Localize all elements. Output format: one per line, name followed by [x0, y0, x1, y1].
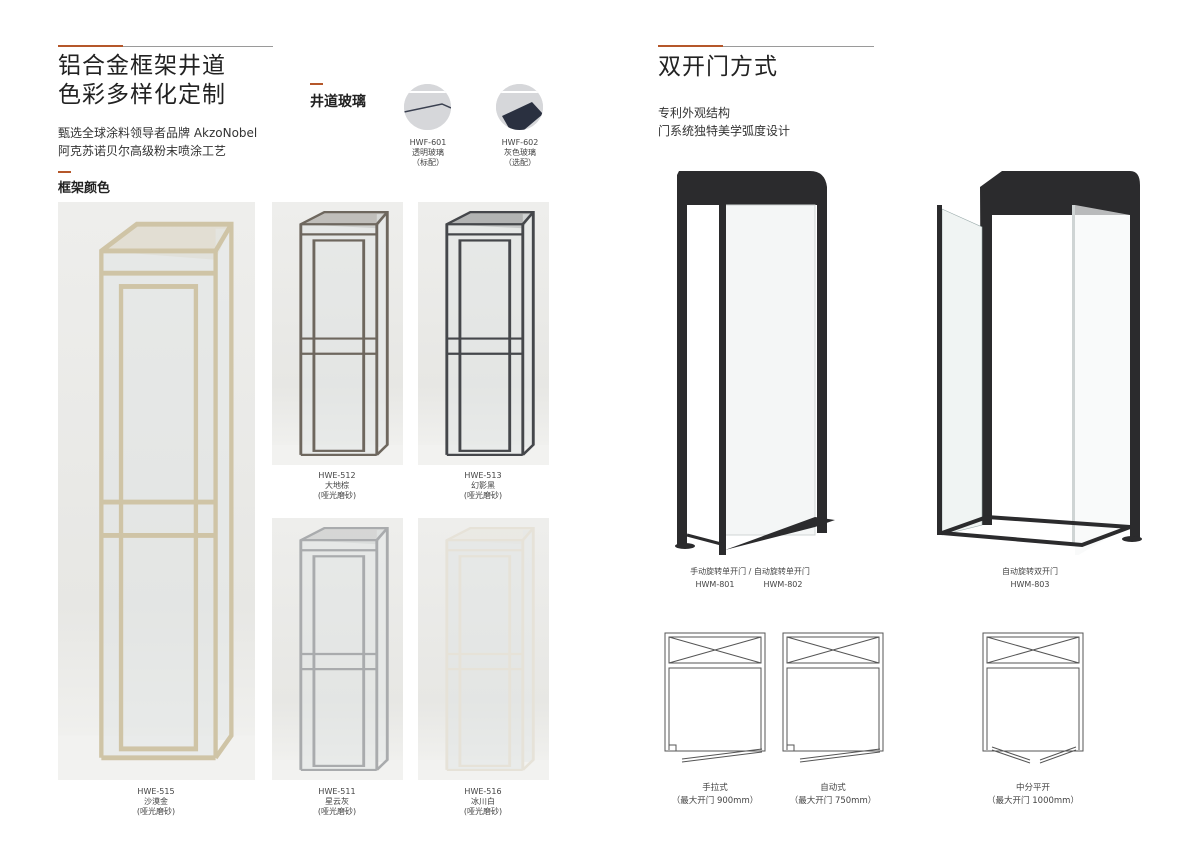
- door-code: HWM-801: [695, 580, 735, 589]
- plan-automatic-drawing: [780, 630, 890, 765]
- double-door-illustration: [932, 165, 1144, 555]
- title-line: 色彩多样化定制: [58, 82, 226, 108]
- subtitle-line: 专利外观结构: [658, 106, 731, 120]
- page-title: 铝合金框架井道 色彩多样化定制: [58, 52, 226, 110]
- door-code: HWM-802: [763, 580, 803, 589]
- shaft-frame: [272, 211, 403, 465]
- shaft-photo-desert-gold: [58, 202, 255, 780]
- divider: [123, 46, 273, 47]
- door-code: HWM-803: [1010, 580, 1050, 589]
- clear-glass-swatch: [404, 84, 451, 130]
- plan-caption: 自动式（最大开门 750mm）: [789, 783, 877, 806]
- door-caption: 手动旋转单开门 / 自动旋转单开门: [690, 567, 810, 576]
- door-caption: 自动旋转双开门: [1002, 567, 1058, 576]
- shaft-frame: [272, 526, 403, 780]
- frame-color-heading: 框架颜色: [58, 181, 111, 196]
- section-title: 双开门方式: [658, 54, 778, 80]
- shaft-photo-glacier-white: [418, 518, 549, 780]
- subtitle-line: 门系统独特美学弧度设计: [658, 124, 791, 138]
- accent-rule: [658, 45, 723, 47]
- accent-rule: [310, 83, 323, 85]
- subtitle-line: 甄选全球涂料领导者品牌 AkzoNobel: [58, 126, 258, 140]
- title-line: 铝合金框架井道: [58, 53, 226, 79]
- shaft-photo-nebula-grey: [272, 518, 403, 780]
- plan-center-split-drawing: [980, 630, 1090, 765]
- single-door-illustration: [665, 165, 835, 555]
- shaft-frame: [58, 221, 255, 780]
- subtitle: 专利外观结构 门系统独特美学弧度设计: [658, 104, 790, 140]
- accent-rule: [58, 45, 123, 47]
- plan-caption: 中分平开（最大开门 1000mm）: [987, 783, 1079, 806]
- shaft-photo-earth-brown: [272, 202, 403, 465]
- divider: [723, 46, 874, 47]
- shaft-frame: [418, 526, 549, 780]
- subtitle-line: 阿克苏诺贝尔高级粉末喷涂工艺: [58, 144, 227, 158]
- glass-heading: 井道玻璃: [310, 94, 366, 110]
- grey-glass-swatch: [496, 84, 543, 130]
- shaft-photo-phantom-black: [418, 202, 549, 465]
- accent-rule: [58, 171, 71, 173]
- plan-caption: 手拉式（最大开门 900mm）: [671, 783, 759, 806]
- subtitle: 甄选全球涂料领导者品牌 AkzoNobel 阿克苏诺贝尔高级粉末喷涂工艺: [58, 124, 257, 160]
- plan-manual-drawing: [662, 630, 772, 765]
- shaft-frame: [418, 211, 549, 465]
